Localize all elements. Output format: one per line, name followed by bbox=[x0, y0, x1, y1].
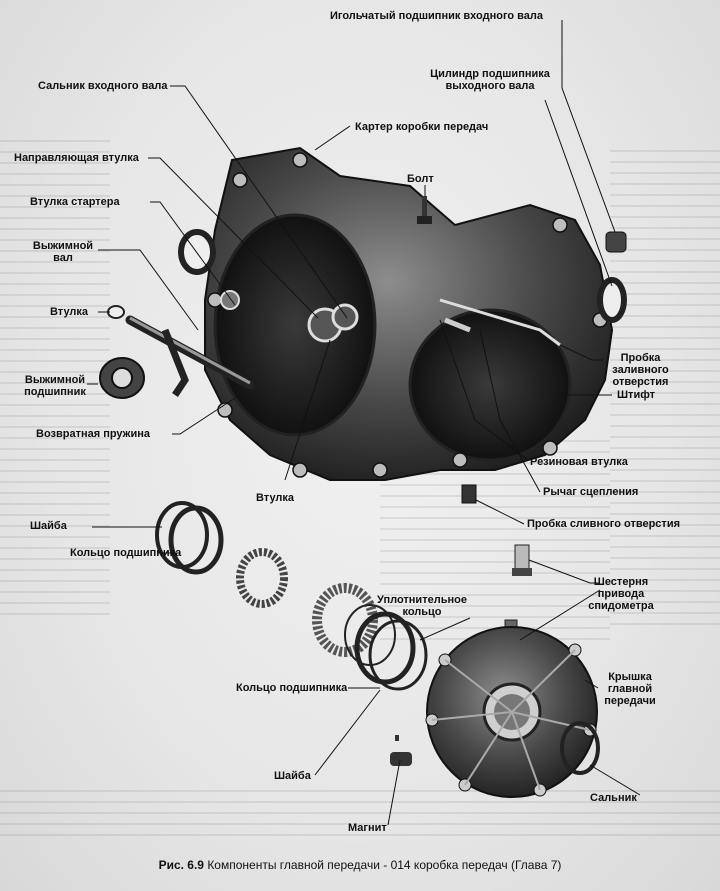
label-housing: Картер коробки передач bbox=[355, 121, 489, 133]
label-bushing: Втулка bbox=[50, 306, 89, 318]
label-fill-plug: Пробка заливного отверстия bbox=[603, 352, 678, 388]
label-line: Пробка bbox=[620, 352, 661, 364]
bleed-through-text-bottom bbox=[0, 790, 720, 840]
roller-bearing bbox=[236, 548, 288, 608]
label-line: вал bbox=[53, 252, 73, 264]
label-line: отверстия bbox=[612, 376, 669, 388]
release-shaft bbox=[125, 315, 255, 397]
label-magnet: Магнит bbox=[348, 822, 387, 834]
label-bolt: Болт bbox=[407, 173, 434, 185]
label-input-seal: Сальник входного вала bbox=[38, 80, 168, 92]
needle-bearing-part bbox=[605, 231, 627, 253]
label-line: Крышка bbox=[608, 671, 652, 683]
label-washer: Шайба bbox=[30, 520, 67, 532]
label-speedo-gear: Шестерня привода спидометра bbox=[582, 576, 660, 612]
bearing-cylinder-part bbox=[597, 277, 627, 323]
figure-caption: Рис. 6.9 Компоненты главной передачи - 0… bbox=[0, 858, 720, 872]
magnet-part bbox=[390, 752, 412, 766]
label-o-ring: Уплотнительное кольцо bbox=[372, 594, 472, 618]
label-line: привода bbox=[597, 588, 645, 600]
lower-bearing-rings bbox=[312, 583, 428, 691]
gearbox-housing bbox=[204, 146, 614, 481]
bleed-through-text-right bbox=[610, 150, 720, 630]
label-line: подшипник bbox=[24, 386, 86, 398]
label-release-shaft: Выжимной вал bbox=[28, 240, 98, 264]
caption-text: Компоненты главной передачи - 014 коробк… bbox=[203, 858, 562, 872]
label-washer-lower: Шайба bbox=[274, 770, 311, 782]
release-bearing bbox=[99, 357, 145, 399]
label-line: Выжимной bbox=[24, 374, 86, 386]
label-bearing-ring-lower: Кольцо подшипника bbox=[236, 682, 348, 694]
label-line: Цилиндр подшипника bbox=[430, 68, 550, 80]
final-drive-cover bbox=[425, 626, 598, 798]
label-line: Шестерня bbox=[593, 576, 649, 588]
label-oil-seal: Сальник bbox=[590, 792, 637, 804]
label-needle-bearing: Игольчатый подшипник входного вала bbox=[330, 10, 543, 22]
label-bearing-cylinder: Цилиндр подшипника выходного вала bbox=[420, 68, 560, 92]
label-final-drive-cover: Крышка главной передачи bbox=[598, 671, 662, 707]
label-bushing-lower: Втулка bbox=[256, 492, 295, 504]
label-line: спидометра bbox=[588, 600, 654, 612]
label-pin: Штифт bbox=[617, 389, 656, 401]
label-guide-sleeve: Направляющая втулка bbox=[14, 152, 139, 164]
drain-plug-part bbox=[461, 484, 477, 504]
label-drain-plug: Пробка сливного отверстия bbox=[527, 518, 680, 530]
label-clutch-lever: Рычаг сцепления bbox=[543, 486, 639, 498]
oil-seal-part bbox=[560, 721, 600, 775]
washer-and-bearing-ring bbox=[155, 501, 224, 575]
label-release-bearing: Выжимной подшипник bbox=[20, 374, 90, 398]
label-line: заливного bbox=[612, 364, 669, 376]
label-rubber-bushing: Резиновая втулка bbox=[530, 456, 628, 468]
label-starter-bushing: Втулка стартера bbox=[30, 196, 120, 208]
label-bearing-ring: Кольцо подшипника bbox=[70, 547, 182, 559]
bleed-through-text-left bbox=[0, 140, 110, 620]
bolt-part bbox=[417, 196, 432, 224]
label-line: главной bbox=[607, 683, 653, 695]
caption-figure-number: Рис. 6.9 bbox=[158, 858, 204, 872]
washer-small-part bbox=[395, 735, 399, 741]
label-line: передачи bbox=[604, 695, 656, 707]
label-line: кольцо bbox=[402, 606, 442, 618]
label-line: выходного вала bbox=[445, 80, 535, 92]
bushing-part bbox=[107, 305, 125, 319]
leader-lines bbox=[87, 20, 641, 826]
label-line: Выжимной bbox=[32, 240, 94, 252]
label-line: Уплотнительное bbox=[377, 594, 467, 606]
label-return-spring: Возвратная пружина bbox=[36, 428, 151, 440]
